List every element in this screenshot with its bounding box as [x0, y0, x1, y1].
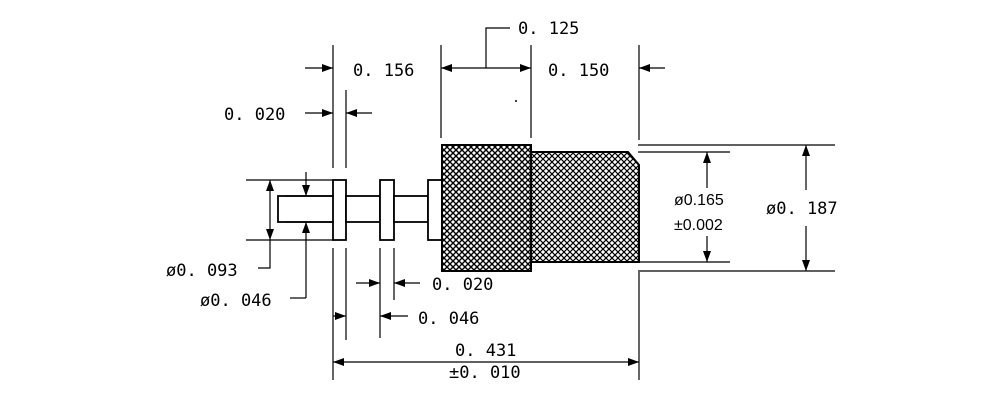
- dim-dia0165-label-2: ±0.002: [674, 217, 723, 234]
- dim-dia0165-label-1: ø0.165: [674, 192, 724, 209]
- dim-0046-label: 0. 046: [418, 309, 479, 329]
- dim-0020-top-label: 0. 020: [224, 105, 285, 125]
- scan-dot: [515, 100, 517, 102]
- dim-0150-label: 0. 150: [548, 61, 609, 81]
- dim-dia0046-label: ø0. 046: [200, 291, 272, 311]
- knurled-head: [441, 144, 532, 272]
- pin-part: [277, 144, 640, 272]
- shaft-tip: [277, 195, 335, 223]
- dim-0125-label: 0. 125: [518, 19, 579, 39]
- shaft-section-1: [345, 195, 381, 223]
- dim-0020-bottom-label: 0. 020: [432, 275, 493, 295]
- dim-0156-label: 0. 156: [353, 61, 414, 81]
- shaft-section-2: [393, 195, 429, 223]
- dimension-labels: 0. 125 0. 156 0. 150 0. 020 ø0.165 ±0.00…: [166, 19, 838, 383]
- knurled-body: [530, 151, 640, 263]
- dim-dia0187-label: ø0. 187: [766, 199, 838, 219]
- dim-0431-label-2: ±0. 010: [449, 363, 521, 383]
- shoulder: [427, 179, 443, 241]
- dimension-lines: [246, 27, 835, 380]
- dim-dia0093-label: ø0. 093: [166, 261, 238, 281]
- collar-1: [332, 179, 347, 241]
- collar-2: [379, 179, 395, 241]
- dim-0431-label-1: 0. 431: [455, 341, 516, 361]
